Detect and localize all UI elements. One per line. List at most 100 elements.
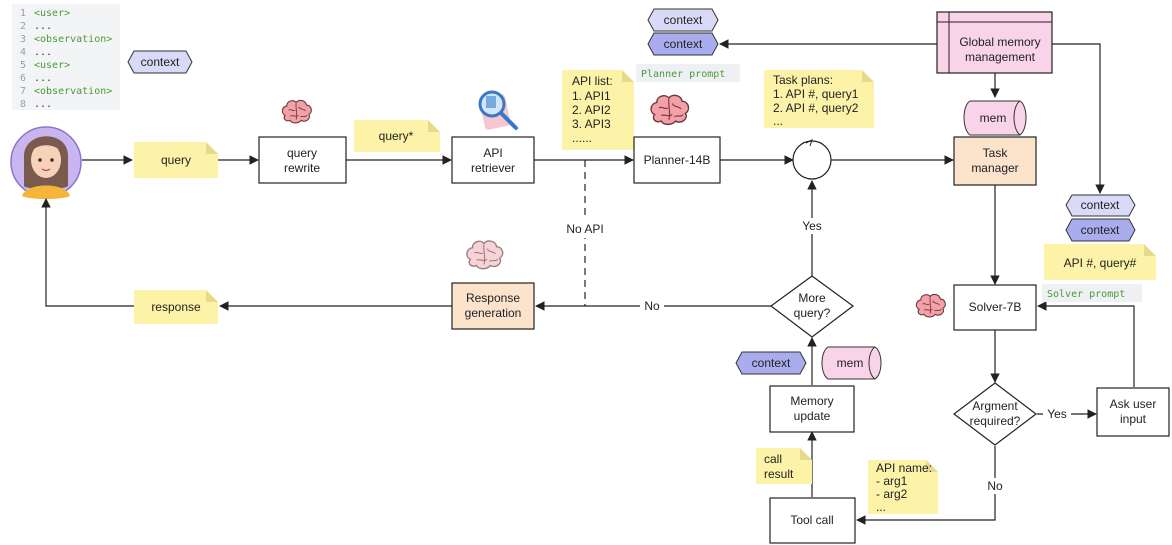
log-line: <observation> (34, 86, 112, 97)
svg-text:3. API3: 3. API3 (572, 117, 611, 131)
svg-text:query*: query* (379, 129, 414, 143)
context-stack-right: context context (1065, 194, 1136, 242)
no-api-label: No API (566, 222, 603, 236)
planner-prompt: Planner prompt (636, 64, 740, 82)
svg-text:Task plans:: Task plans: (773, 73, 833, 87)
api-list-note: API list: 1. API1 2. API2 3. API3 ...... (562, 70, 634, 150)
svg-text:manager: manager (971, 161, 1018, 175)
svg-text:required?: required? (970, 414, 1021, 428)
svg-text:Memory: Memory (790, 394, 833, 408)
svg-text:context: context (664, 37, 703, 51)
svg-text:Response: Response (466, 291, 520, 305)
svg-text:API name:: API name: (876, 461, 932, 475)
line-number: 4 (20, 47, 26, 58)
svg-text:result: result (764, 467, 794, 481)
log-line: ... (34, 47, 52, 58)
log-line: <user> (34, 8, 70, 19)
svg-text:context: context (141, 55, 180, 69)
svg-text:......: ...... (572, 131, 592, 145)
svg-text:...: ... (876, 500, 886, 514)
yes-label: Yes (1047, 407, 1067, 421)
edges (41, 39, 1135, 525)
svg-text:context: context (1081, 223, 1120, 237)
api-query-note: API #, query# (1044, 244, 1156, 280)
planner-node: Planner-14B (633, 136, 721, 184)
mem-tag-lower: mem (821, 346, 882, 380)
api-name-note: API name: - arg1 - arg2 ... (868, 460, 938, 514)
no-label: No (987, 479, 1003, 493)
log-line: ... (34, 73, 52, 84)
svg-text:query?: query? (794, 306, 831, 320)
svg-text:update: update (794, 409, 831, 423)
mem-tag-top: mem (963, 100, 1027, 136)
svg-text:Solver-7B: Solver-7B (969, 300, 1022, 314)
line-number: 1 (20, 8, 26, 19)
svg-text:Planner-14B: Planner-14B (644, 153, 711, 167)
global-memory-node: Global memory management (936, 11, 1053, 74)
svg-text:call: call (764, 452, 782, 466)
brain-icon (466, 240, 504, 270)
solver-prompt: Solver prompt (1042, 284, 1142, 302)
svg-text:Argment: Argment (972, 399, 1018, 413)
solver-node: Solver-7B (953, 284, 1037, 331)
call-result-note: call result (756, 448, 812, 484)
log-line: <user> (34, 60, 70, 71)
task-manager-node: Task manager (953, 136, 1037, 186)
svg-text:More: More (798, 291, 826, 305)
svg-text:mem: mem (980, 111, 1007, 125)
query-rewrite-node: query rewrite (258, 136, 347, 184)
context-tag-lower: context (735, 351, 807, 375)
user-avatar (10, 126, 82, 199)
line-number: 8 (20, 99, 26, 110)
argment-required-decision: Argment required? (953, 382, 1037, 446)
svg-text:Solver prompt: Solver prompt (1047, 289, 1125, 300)
query-note: query (134, 142, 218, 178)
line-number: 2 (20, 21, 26, 32)
svg-text:2. API2: 2. API2 (572, 103, 611, 117)
svg-text:retriever: retriever (471, 161, 515, 175)
edge-labels: No API Yes No Yes No (562, 218, 1071, 494)
log-line: ... (34, 99, 52, 110)
svg-text:Ask user: Ask user (1110, 397, 1157, 411)
svg-text:Task: Task (983, 146, 1009, 160)
search-retriever-icon (478, 90, 518, 130)
memory-update-node: Memory update (769, 385, 855, 433)
svg-text:1. API1: 1. API1 (572, 89, 611, 103)
svg-text:context: context (664, 13, 703, 27)
svg-text:management: management (965, 50, 1036, 64)
query-star-note: query* (354, 120, 440, 152)
line-number: 3 (20, 34, 26, 45)
line-number: 5 (20, 60, 26, 71)
brain-icon (915, 293, 946, 318)
task-plans-note: Task plans: 1. API #, query1 2. API #, q… (764, 70, 874, 128)
brain-icon (650, 94, 690, 126)
svg-text:Global memory: Global memory (959, 35, 1040, 49)
svg-text:API: API (483, 146, 502, 160)
chat-log-code-block: 1 <user> 2 ... 3 <observation> 4 ... 5 <… (12, 4, 120, 110)
line-number: 6 (20, 73, 26, 84)
svg-text:...: ... (773, 114, 783, 128)
svg-text:context: context (1081, 198, 1120, 212)
svg-text:generation: generation (465, 306, 522, 320)
svg-text:- arg1: - arg1 (876, 474, 908, 488)
line-number: 7 (20, 86, 26, 97)
svg-text:mem: mem (837, 356, 864, 370)
response-note: response (134, 290, 218, 324)
response-generation-node: Response generation (451, 282, 535, 330)
log-line: ... (34, 21, 52, 32)
svg-text:2. API #, query2: 2. API #, query2 (773, 101, 859, 115)
ask-user-node: Ask user input (1096, 387, 1170, 437)
brain-icon (281, 99, 312, 124)
context-stack-top: context context (647, 8, 719, 56)
svg-text:rewrite: rewrite (284, 161, 320, 175)
yes-label: Yes (802, 219, 822, 233)
svg-text:- arg2: - arg2 (876, 487, 908, 501)
svg-text:Planner prompt: Planner prompt (641, 69, 725, 80)
svg-text:query: query (161, 153, 191, 167)
context-tag: context (127, 50, 193, 74)
svg-text:query: query (287, 146, 317, 160)
tool-call-node: Tool call (769, 497, 856, 544)
log-line: <observation> (34, 34, 112, 45)
svg-text:response: response (151, 300, 201, 314)
